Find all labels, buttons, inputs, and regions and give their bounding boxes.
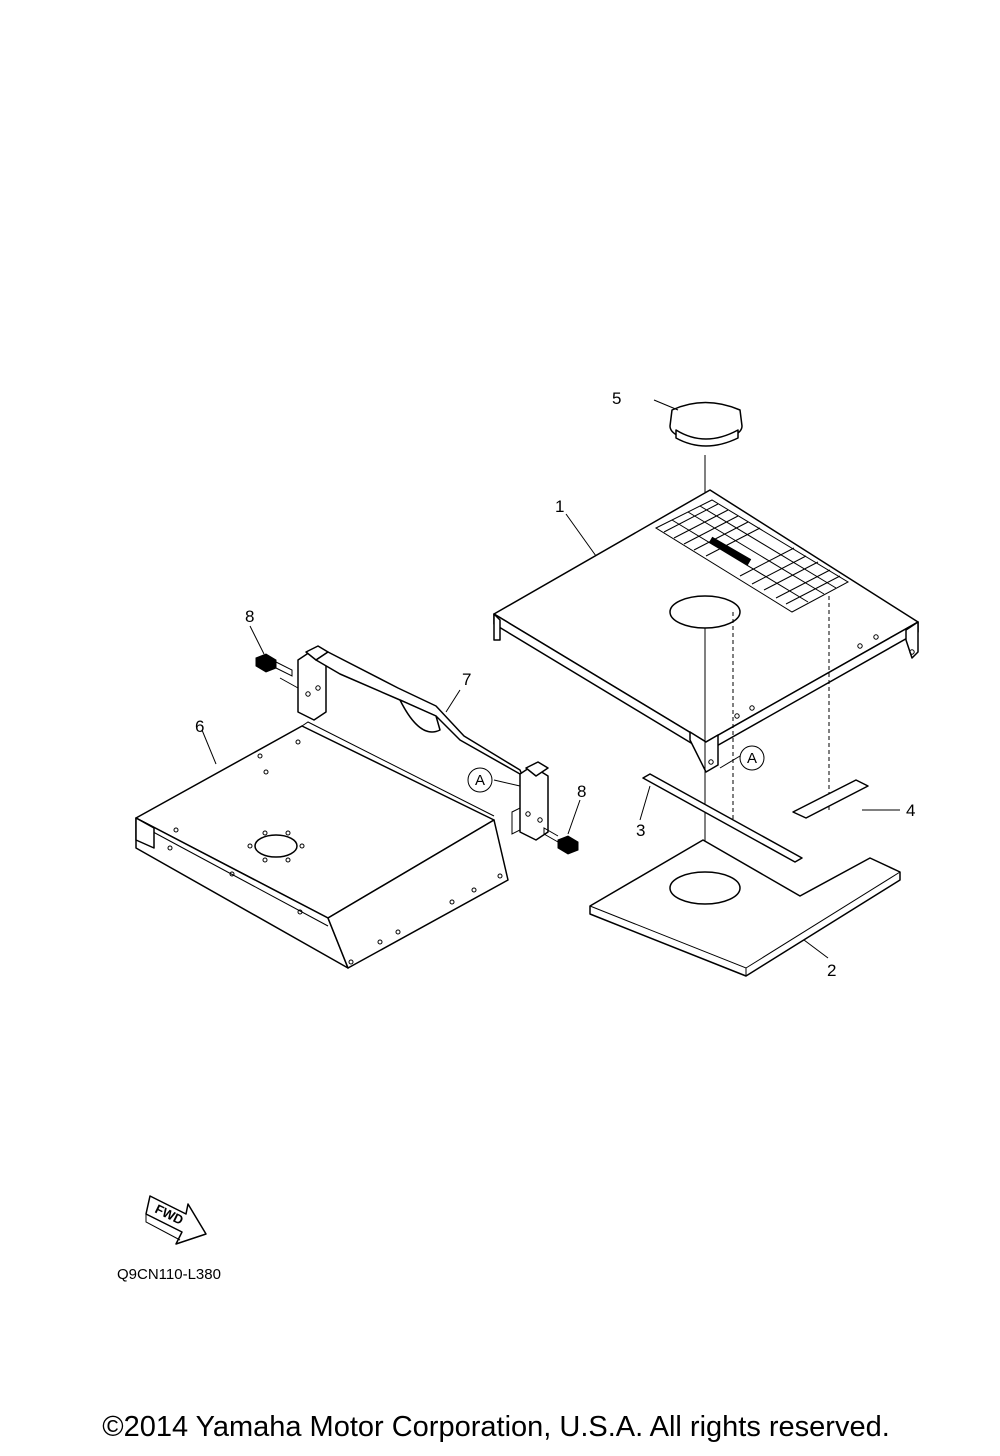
svg-text:A: A (475, 772, 485, 789)
part-6-tray[interactable] (135, 721, 509, 969)
part-4-seal-strip[interactable] (792, 779, 869, 819)
reference-mark-left: A (467, 767, 493, 793)
vent-grille (654, 499, 850, 613)
callout-4: 4 (906, 801, 915, 820)
callout-6: 6 (195, 717, 204, 736)
leader-lines (201, 399, 900, 959)
callout-5: 5 (612, 389, 621, 408)
svg-text:A: A (747, 750, 757, 767)
callout-2: 2 (827, 961, 836, 980)
part-8-bolt-left[interactable] (255, 653, 299, 689)
reference-mark-right: A (739, 745, 765, 771)
fwd-arrow-icon: FWD (145, 1195, 207, 1245)
callout-8-left: 8 (245, 607, 254, 626)
part-7-handle-frame[interactable] (297, 645, 549, 841)
part-2-base-plate[interactable] (589, 839, 901, 977)
diagram-code: Q9CN110-L380 (117, 1266, 221, 1283)
callout-7: 7 (462, 670, 471, 689)
copyright-notice: ©2014 Yamaha Motor Corporation, U.S.A. A… (102, 1411, 890, 1443)
callout-3: 3 (636, 821, 645, 840)
part-1-top-cover[interactable] (493, 489, 919, 822)
callout-1: 1 (555, 497, 564, 516)
callout-8-right: 8 (577, 782, 586, 801)
part-8-bolt-right[interactable] (543, 827, 579, 855)
part-3-seal-strip[interactable] (642, 773, 803, 863)
